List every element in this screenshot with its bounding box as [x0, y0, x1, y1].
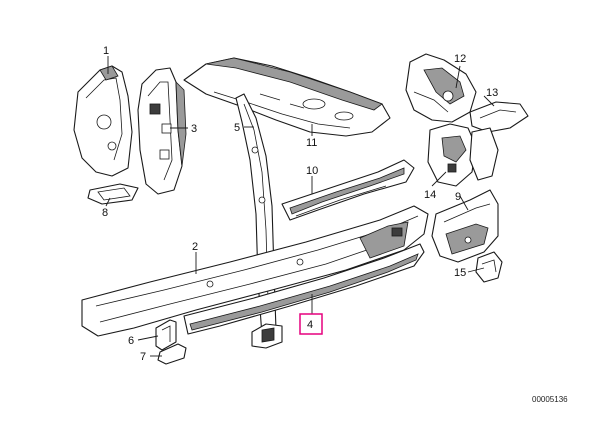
part-8-bracket[interactable]	[87, 183, 139, 205]
part-label-1[interactable]: 1	[103, 45, 109, 57]
part-3-pillar-reinforcement[interactable]	[137, 67, 187, 195]
part-label-10[interactable]: 10	[306, 165, 318, 177]
part-13-bracket[interactable]	[469, 101, 529, 133]
part-label-6[interactable]: 6	[128, 335, 134, 347]
reference-number: 00005136	[532, 395, 568, 404]
part-label-7[interactable]: 7	[140, 351, 146, 363]
part-label-14[interactable]: 14	[424, 189, 436, 201]
part-label-13[interactable]: 13	[486, 87, 498, 99]
part-label-3[interactable]: 3	[191, 123, 197, 135]
part-14-wheel-arch[interactable]	[427, 123, 477, 187]
part-label-15[interactable]: 15	[454, 267, 466, 279]
part-10-inner-sill[interactable]	[281, 159, 415, 221]
highlight-box	[299, 313, 323, 335]
leader-lines	[105, 56, 495, 357]
part-6-bracket[interactable]	[155, 319, 177, 351]
part-label-4[interactable]: 4	[307, 319, 313, 331]
part-label-12[interactable]: 12	[454, 53, 466, 65]
part-4-outer-rocker[interactable]	[183, 243, 425, 335]
part-labels: 1 2 3 4 5 6 7 8 9 10 11 12 13 14 15	[102, 45, 498, 363]
part-label-11[interactable]: 11	[306, 137, 317, 149]
part-2-side-sill[interactable]	[81, 205, 429, 337]
part-12-rear-panel[interactable]	[405, 53, 477, 123]
pillar-foot-bracket	[251, 323, 283, 349]
part-11-roof-panel[interactable]	[183, 57, 391, 137]
part-label-8[interactable]: 8	[102, 207, 108, 219]
part-14b-support	[469, 127, 499, 181]
part-label-9[interactable]: 9	[455, 191, 461, 203]
part-9-lower-rear-panel[interactable]	[431, 189, 499, 263]
part-7-bracket[interactable]	[157, 343, 187, 365]
part-label-5[interactable]: 5	[234, 122, 240, 134]
part-15-bracket[interactable]	[475, 251, 503, 283]
part-label-2[interactable]: 2	[192, 241, 198, 253]
part-1-rear-side-panel[interactable]	[73, 65, 133, 177]
